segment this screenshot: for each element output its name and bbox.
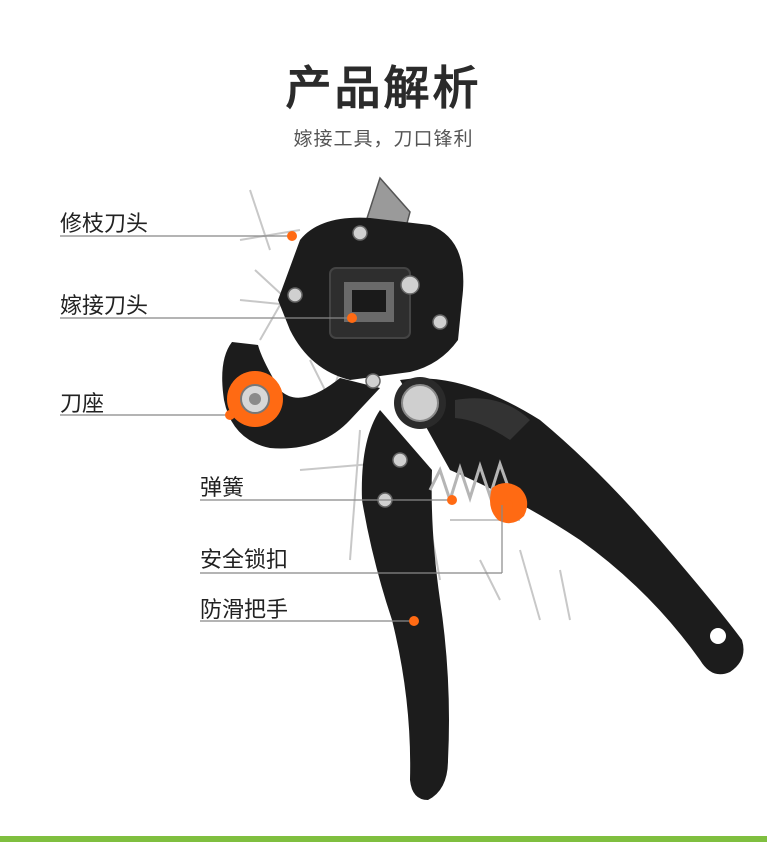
callout-safety-lock: 安全锁扣 bbox=[200, 548, 289, 573]
page-title: 产品解析 bbox=[285, 61, 482, 115]
callout-grafting-blade: 嫁接刀头 bbox=[60, 294, 149, 319]
bottom-accent-bar bbox=[0, 836, 767, 842]
callout-lines bbox=[60, 235, 503, 622]
callout-dots bbox=[225, 231, 513, 626]
callout-anti-slip-handle: 防滑把手 bbox=[200, 598, 289, 623]
callout-spring: 弹簧 bbox=[200, 476, 245, 501]
callout-blade-seat: 刀座 bbox=[60, 392, 105, 417]
hang-hole bbox=[710, 628, 726, 644]
pivot-bolt bbox=[394, 377, 446, 429]
right-handle bbox=[400, 378, 744, 675]
callout-pruning-blade: 修枝刀头 bbox=[60, 212, 149, 237]
spring bbox=[428, 459, 512, 505]
anvil-seat-knob bbox=[227, 371, 283, 427]
page-subtitle: 嫁接工具，刀口锋利 bbox=[293, 128, 474, 150]
screws bbox=[287, 225, 448, 508]
left-handle bbox=[361, 410, 449, 800]
